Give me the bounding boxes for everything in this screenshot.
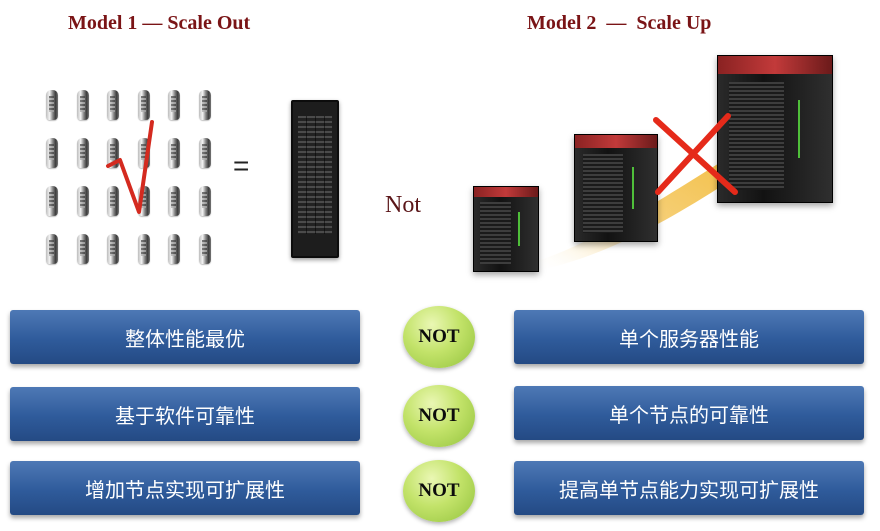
blade-server-icon (198, 186, 211, 216)
blade-server-icon (46, 186, 58, 216)
scale-up-item-3: 提高单节点能力实现可扩展性 (514, 461, 864, 515)
model1-title: Model 1 — Scale Out (68, 12, 251, 34)
rack-server-icon (291, 100, 339, 258)
blade-server-icon (107, 90, 119, 120)
medium-server-icon (574, 134, 658, 242)
blade-server-icon (107, 138, 119, 168)
blade-server-icon (76, 186, 89, 216)
not-badge: NOT (403, 385, 475, 447)
blade-server-icon (168, 186, 180, 216)
blade-server-icon (107, 186, 119, 216)
blade-server-icon (168, 138, 180, 168)
blade-server-icon (168, 90, 180, 120)
blade-server-icon (76, 90, 89, 120)
blade-server-icon (46, 138, 58, 168)
scale-out-benefit-3: 增加节点实现可扩展性 (10, 461, 360, 515)
blade-server-icon (137, 186, 150, 216)
scale-up-item-1: 单个服务器性能 (514, 310, 864, 364)
blade-server-icon (137, 234, 150, 264)
blade-server-icon (107, 234, 119, 264)
small-server-icon (473, 186, 539, 272)
not-badge: NOT (403, 306, 475, 368)
blade-server-icon (76, 138, 89, 168)
model2-title: Model 2 — Scale Up (527, 12, 712, 34)
blade-server-icon (198, 138, 211, 168)
not-label: Not (385, 192, 421, 218)
blade-server-icon (46, 90, 58, 120)
blade-server-icon (198, 90, 211, 120)
scale-out-benefit-1: 整体性能最优 (10, 310, 360, 364)
scale-out-benefit-2: 基于软件可靠性 (10, 387, 360, 441)
blade-server-icon (137, 90, 150, 120)
blade-server-icon (137, 138, 150, 168)
blade-server-icon (46, 234, 58, 264)
blade-server-grid (40, 88, 211, 268)
blade-server-icon (76, 234, 89, 264)
not-badge: NOT (403, 460, 475, 522)
large-server-icon (717, 55, 833, 203)
equals-sign: = (233, 150, 250, 181)
blade-server-icon (198, 234, 211, 264)
scale-up-item-2: 单个节点的可靠性 (514, 386, 864, 440)
blade-server-icon (168, 234, 180, 264)
